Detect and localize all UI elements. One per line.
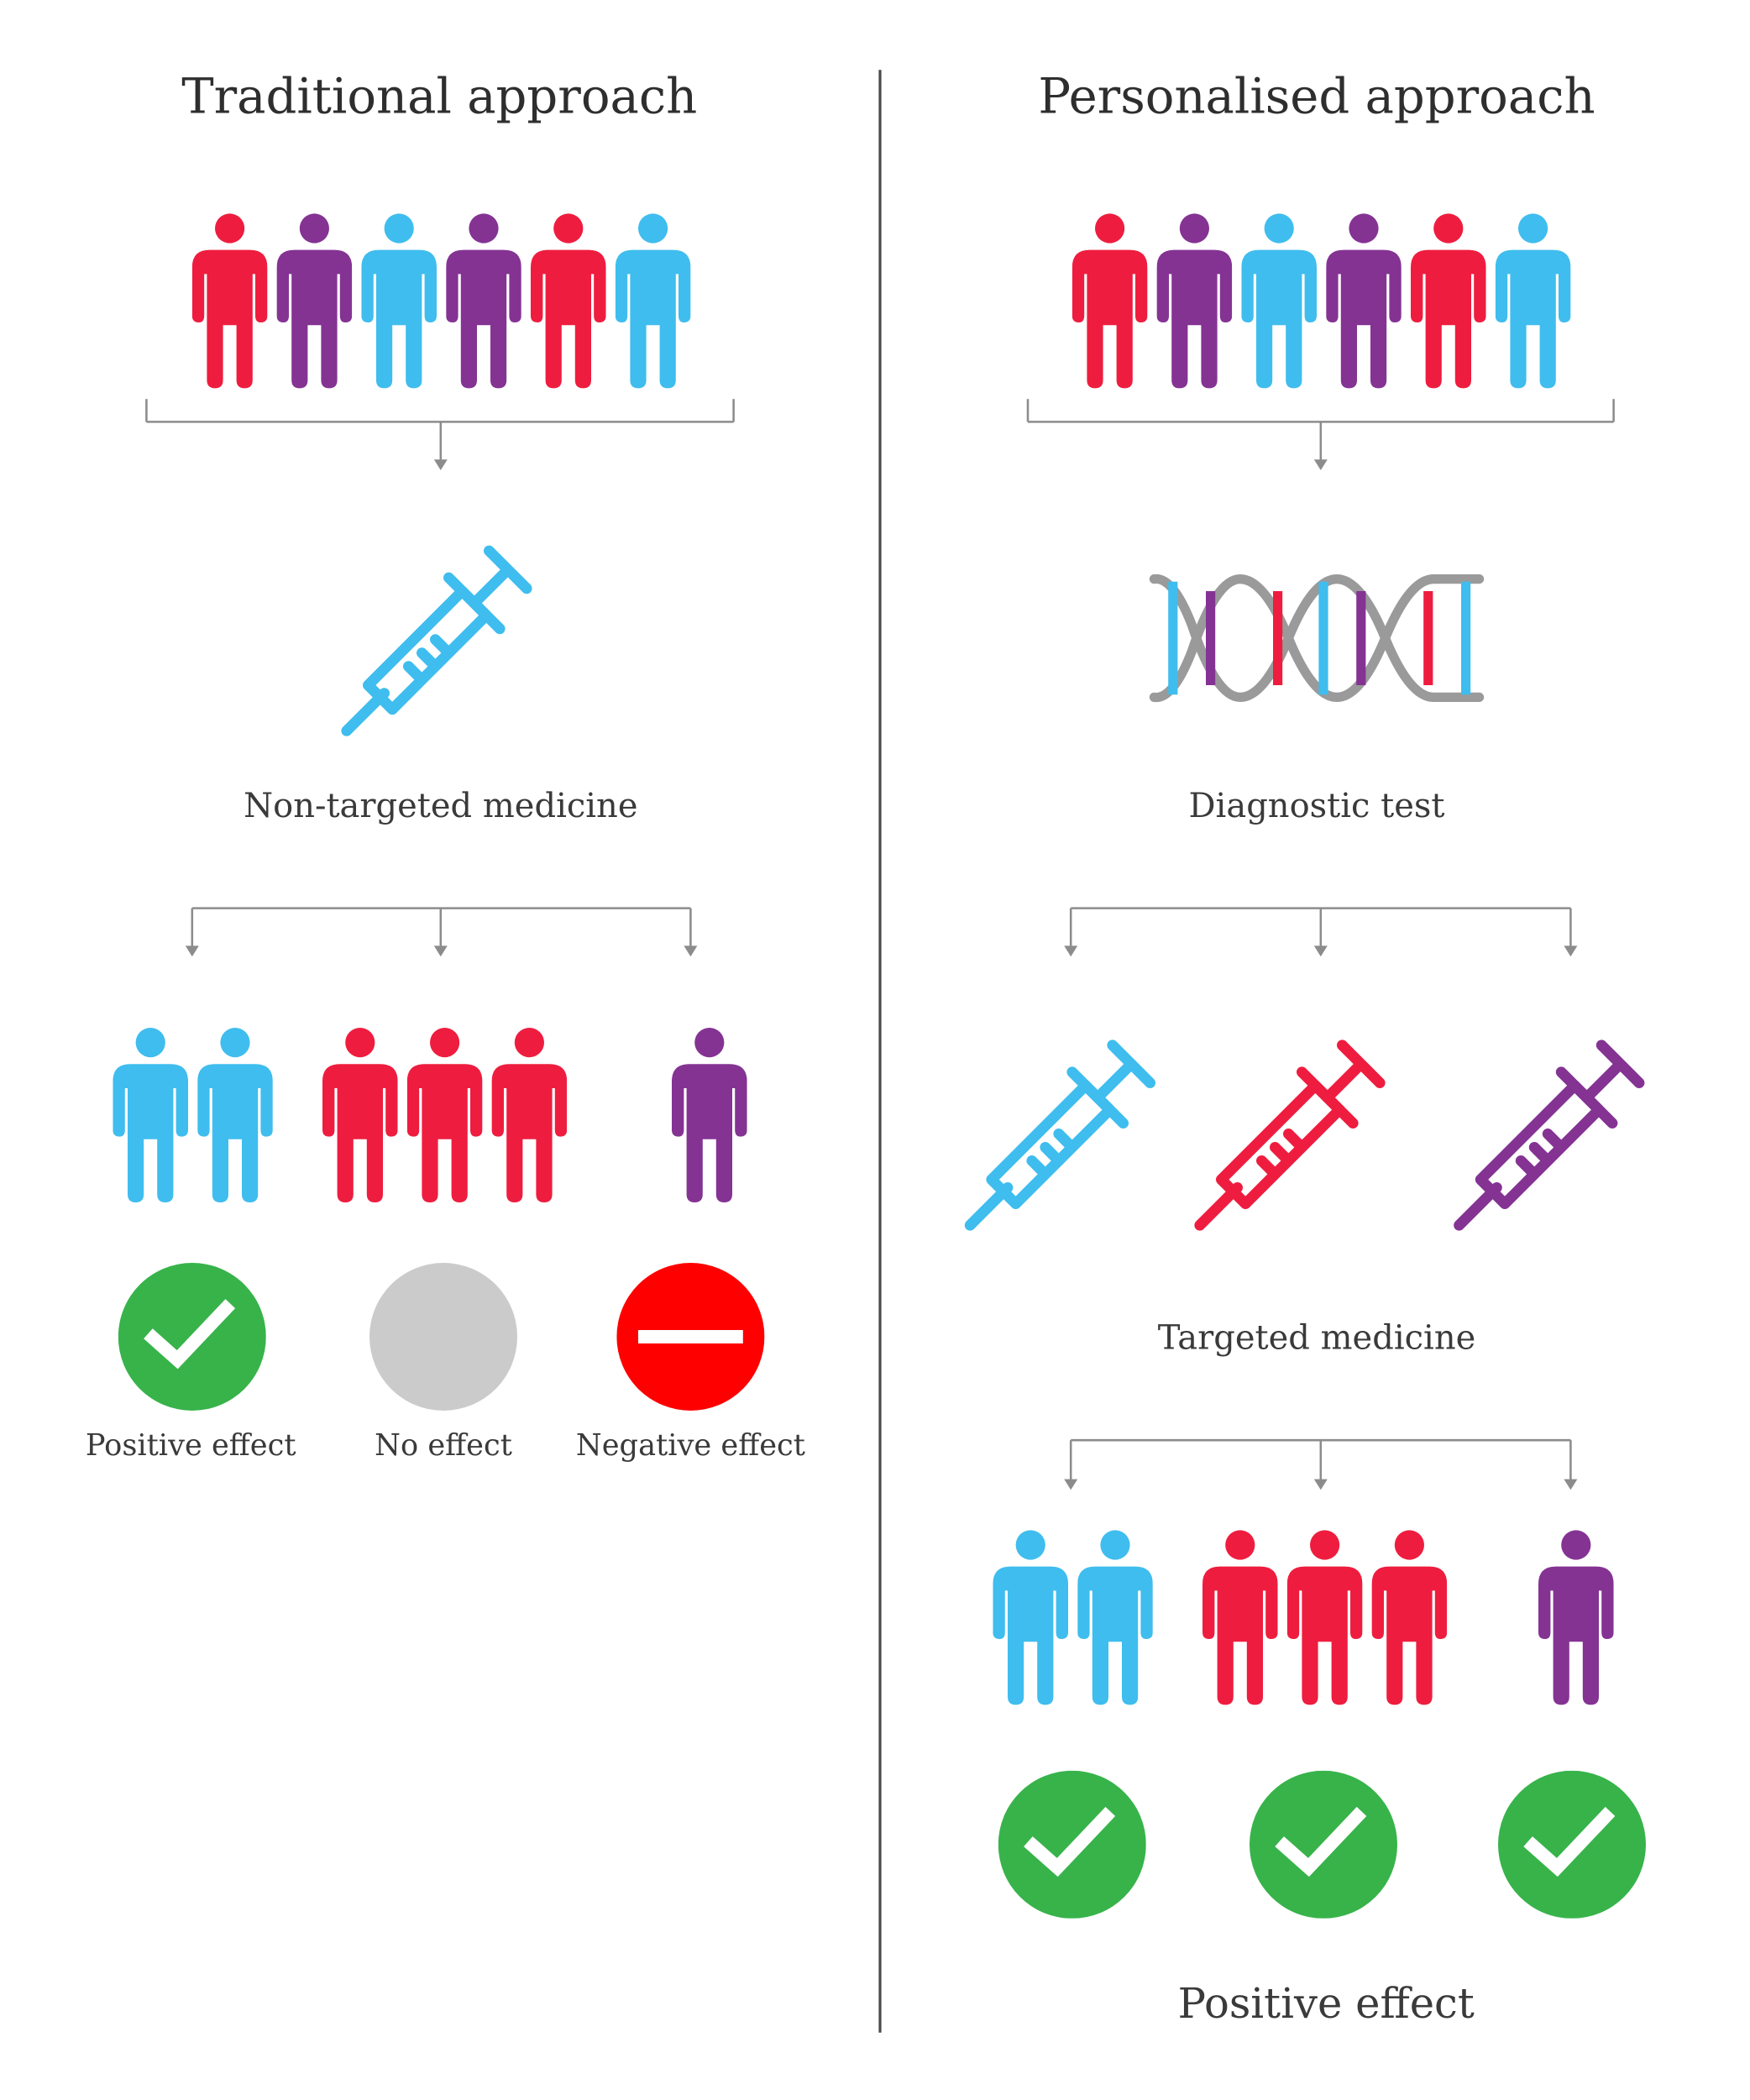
arrow-head-icon <box>1564 1479 1578 1490</box>
syringe-icon <box>1192 1032 1393 1233</box>
checkmark-circle-icon <box>1250 1770 1397 1919</box>
arrow-head-icon <box>1064 1479 1078 1490</box>
person-purple-icon <box>1538 1529 1614 1706</box>
person-blue-icon <box>113 1026 188 1203</box>
person-red-icon <box>1286 1529 1363 1706</box>
diagnostic-test-label: Diagnostic test <box>1188 786 1445 825</box>
syringe-icon <box>338 537 540 739</box>
person-red-icon <box>322 1026 398 1203</box>
arrow-head-icon <box>1313 945 1328 957</box>
positive-effect-label: Positive effect <box>85 1429 296 1464</box>
person-red-icon <box>491 1026 568 1203</box>
person-blue-icon <box>993 1529 1068 1706</box>
person-blue-icon <box>1077 1529 1153 1706</box>
arrow-head-icon <box>1313 1479 1328 1490</box>
arrow-head-icon <box>1564 945 1578 957</box>
targeted-medicine-label: Targeted medicine <box>1157 1317 1476 1357</box>
person-purple-icon <box>1156 212 1233 390</box>
person-purple-icon <box>672 1026 747 1203</box>
person-red-icon <box>406 1026 483 1203</box>
personalised-title: Personalised approach <box>1038 70 1595 125</box>
person-purple-icon <box>276 212 353 390</box>
traditional-title: Traditional approach <box>181 70 698 125</box>
person-blue-icon <box>1241 212 1317 390</box>
non-targeted-medicine-label: Non-targeted medicine <box>244 786 638 825</box>
person-blue-icon <box>361 212 437 390</box>
syringe-icon <box>1451 1032 1653 1233</box>
person-purple-icon <box>1326 212 1402 390</box>
arrow-head-icon <box>684 945 698 957</box>
arrow-head-icon <box>433 945 448 957</box>
no-effect-label: No effect <box>375 1429 512 1464</box>
person-red-icon <box>1371 1529 1448 1706</box>
arrow-head-icon <box>1313 459 1328 470</box>
arrow-head-icon <box>433 459 448 470</box>
person-blue-icon <box>1495 212 1571 390</box>
no-entry-icon <box>616 1263 765 1411</box>
person-blue-icon <box>197 1026 273 1203</box>
neutral-circle-icon <box>369 1263 517 1411</box>
personalised-positive-effect-label: Positive effect <box>1177 1980 1475 2029</box>
arrow-head-icon <box>185 945 199 957</box>
person-red-icon <box>191 212 268 390</box>
person-red-icon <box>1411 212 1486 390</box>
checkmark-circle-icon <box>1498 1770 1646 1919</box>
person-red-icon <box>531 212 606 390</box>
person-blue-icon <box>615 212 691 390</box>
negative-effect-label: Negative effect <box>575 1429 805 1464</box>
syringe-icon <box>962 1032 1164 1233</box>
person-purple-icon <box>446 212 521 390</box>
dna-icon <box>1149 571 1485 705</box>
person-red-icon <box>1202 1529 1278 1706</box>
arrow-head-icon <box>1064 945 1078 957</box>
person-red-icon <box>1071 212 1148 390</box>
checkmark-circle-icon <box>118 1263 266 1411</box>
checkmark-circle-icon <box>998 1770 1146 1919</box>
